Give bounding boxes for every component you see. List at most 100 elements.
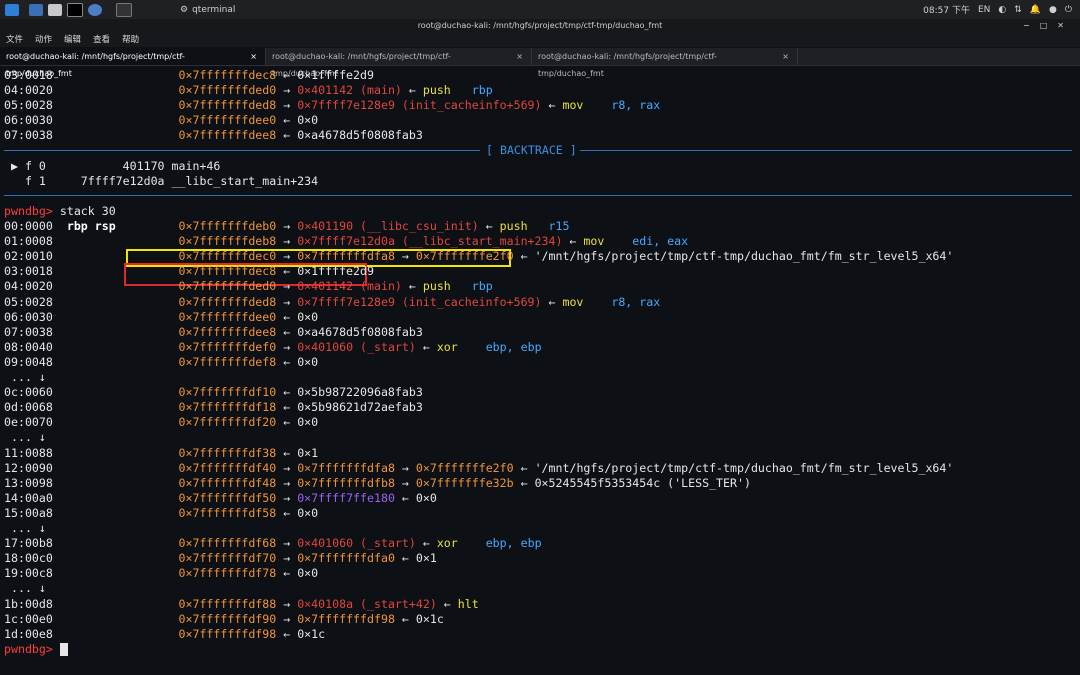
- menu-edit[interactable]: 编辑: [64, 35, 82, 45]
- terminal-segment: 05:0028: [4, 98, 53, 113]
- window-list-icon[interactable]: [116, 2, 132, 17]
- menu-view[interactable]: 查看: [93, 35, 111, 45]
- terminal-line: 02:0010 0×7fffffffdec0 → 0×7fffffffdfa8 …: [4, 249, 953, 264]
- clock[interactable]: 08:57 下午: [923, 6, 970, 16]
- backtrace-separator: [ BACKTRACE ]: [0, 143, 1080, 158]
- terminal-segment: 09:0048: [4, 354, 53, 369]
- terminal-segment: [53, 113, 179, 127]
- terminal-segment: [53, 446, 179, 460]
- terminal-line: 0c:0060 0×7fffffffdf10 ← 0×5b98722096a8f…: [4, 385, 423, 400]
- logout-icon[interactable]: ⏻: [1064, 4, 1072, 15]
- terminal-segment: [53, 506, 179, 520]
- menu-file[interactable]: 文件: [6, 35, 24, 45]
- terminal-segment: ← 0×1c: [276, 626, 326, 641]
- terminal-segment: →: [276, 536, 298, 551]
- terminal-segment: →: [394, 249, 416, 264]
- terminal-line: 0e:0070 0×7fffffffdf20 ← 0×0: [4, 415, 318, 430]
- terminal-segment: 03:0018: [4, 264, 53, 279]
- terminal-line: 11:0088 0×7fffffffdf38 ← 0×1: [4, 446, 318, 461]
- terminal-segment: mov: [562, 294, 584, 309]
- terminal-output[interactable]: [ BACKTRACE ] 03:0018 0×7fffffffdec8 ← 0…: [0, 66, 1080, 675]
- file-manager-icon[interactable]: [48, 3, 62, 16]
- terminal-segment: push: [422, 83, 451, 98]
- browser-icon[interactable]: [88, 3, 102, 16]
- terminal-segment: 0×7fffffffdf88: [178, 596, 277, 611]
- tab-close-icon[interactable]: ×: [516, 52, 523, 61]
- terminal-segment: [53, 415, 179, 429]
- terminal-segment: 0×7fffffffdf50: [178, 490, 277, 505]
- terminal-segment: 0×7fffffffded8: [178, 294, 277, 309]
- close-icon[interactable]: ✕: [1057, 21, 1074, 30]
- terminal-segment: ebp, ebp: [485, 536, 542, 551]
- minimize-icon[interactable]: −: [1023, 21, 1040, 30]
- terminal-segment: pwndbg>: [4, 203, 53, 218]
- terminal-segment: 18:00c0: [4, 551, 53, 566]
- qterminal-icon: ⚙: [180, 4, 189, 15]
- terminal-segment: 0×7fffffffdfb8: [297, 475, 395, 490]
- power-icon[interactable]: ◐: [998, 4, 1007, 15]
- taskbar-task-qterminal[interactable]: ⚙ qterminal: [180, 5, 235, 15]
- terminal-segment: [53, 234, 179, 248]
- tab-label: root@duchao-kali: /mnt/hgfs/project/tmp/…: [538, 52, 717, 78]
- terminal-line: 18:00c0 0×7fffffffdf70 → 0×7fffffffdfa0 …: [4, 551, 437, 566]
- keyboard-layout[interactable]: EN: [977, 4, 991, 15]
- terminal-segment: edi, eax: [632, 234, 689, 249]
- kali-menu-icon[interactable]: [5, 3, 19, 16]
- terminal-segment: 0d:0068: [4, 400, 53, 415]
- tab-label: root@duchao-kali: /mnt/hgfs/project/tmp/…: [272, 52, 451, 78]
- tab-bar: root@duchao-kali: /mnt/hgfs/project/tmp/…: [0, 48, 1080, 78]
- network-icon[interactable]: ⇅: [1014, 4, 1022, 15]
- tab-2[interactable]: root@duchao-kali: /mnt/hgfs/project/tmp/…: [266, 48, 532, 78]
- terminal-icon[interactable]: [67, 2, 83, 17]
- terminal-segment: 0×7fffffffe32b: [415, 475, 514, 490]
- terminal-line: f 1 7ffff7e12d0a __libc_start_main+234: [4, 174, 318, 189]
- terminal-segment: →: [276, 475, 298, 490]
- terminal-segment: [458, 536, 486, 550]
- terminal-line: 05:0028 0×7fffffffded8 → 0×7ffff7e128e9 …: [4, 295, 660, 310]
- terminal-segment: 0×7fffffffded8: [178, 98, 277, 113]
- terminal-segment: ▶ f 0 401170 main+46: [4, 158, 221, 173]
- menu-actions[interactable]: 动作: [35, 35, 53, 45]
- menu-help[interactable]: 帮助: [122, 35, 140, 45]
- terminal-segment: 0×7fffffffdeb0: [178, 219, 277, 233]
- terminal-segment: 0×7fffffffdf20: [178, 415, 277, 430]
- terminal-segment: ← 0×1ffffe2d9: [276, 264, 374, 279]
- end-separator: [0, 188, 1080, 203]
- terminal-segment: r8, rax: [611, 294, 661, 309]
- terminal-segment: ← '/mnt/hgfs/project/tmp/ctf-tmp/duchao_…: [513, 460, 954, 475]
- terminal-line: 19:00c8 0×7fffffffdf78 ← 0×0: [4, 566, 318, 581]
- terminal-segment: 06:0030: [4, 113, 53, 128]
- terminal-segment: [53, 551, 179, 565]
- notification-icon[interactable]: 🔔: [1029, 4, 1042, 15]
- terminal-segment: ←: [562, 234, 584, 249]
- terminal-segment: 0×7fffffffdf70: [178, 551, 277, 566]
- terminal-segment: →: [276, 279, 298, 294]
- terminal-segment: ←: [541, 294, 563, 309]
- terminal-segment: 0×7fffffffe2f0: [415, 460, 514, 475]
- terminal-segment: →: [276, 219, 298, 233]
- desktop-icon[interactable]: [29, 3, 43, 16]
- tab-3[interactable]: root@duchao-kali: /mnt/hgfs/project/tmp/…: [532, 48, 798, 78]
- terminal-segment: ... ↓: [4, 430, 46, 445]
- terminal-line: 08:0040 0×7fffffffdef0 → 0×401060 (_star…: [4, 340, 542, 355]
- terminal-segment: ← 0×0: [394, 490, 437, 505]
- terminal-segment: →: [276, 98, 298, 113]
- terminal-segment: ← 0×1: [394, 551, 437, 566]
- tab-1[interactable]: root@duchao-kali: /mnt/hgfs/project/tmp/…: [0, 48, 266, 78]
- terminal-segment: 1b:00d8: [4, 596, 53, 611]
- tab-close-icon[interactable]: ×: [250, 52, 257, 61]
- lock-icon[interactable]: ●: [1049, 4, 1057, 15]
- terminal-segment: 0×7fffffffdf18: [178, 400, 277, 415]
- backtrace-label: [ BACKTRACE ]: [486, 143, 577, 157]
- terminal-segment: [53, 325, 179, 339]
- terminal-segment: [53, 566, 179, 580]
- terminal-segment: 0×7fffffffded0: [178, 83, 277, 98]
- terminal-segment: [53, 83, 179, 97]
- terminal-segment: 0×7fffffffdf78: [178, 566, 277, 581]
- terminal-segment: [53, 627, 179, 641]
- terminal-segment: 0c:0060: [4, 385, 53, 400]
- terminal-segment: [53, 461, 179, 475]
- maximize-icon[interactable]: □: [1039, 21, 1058, 30]
- terminal-segment: [53, 642, 60, 656]
- tab-close-icon[interactable]: ×: [782, 52, 789, 61]
